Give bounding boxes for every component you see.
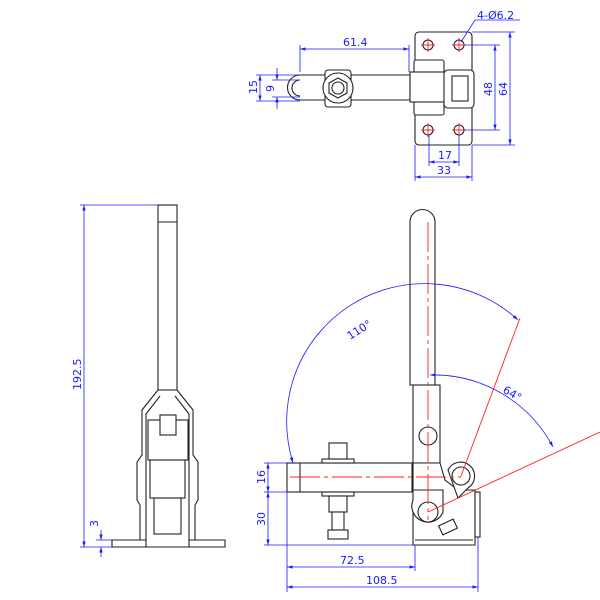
dim-handle-angle: 64°	[501, 383, 524, 404]
mounting-holes	[421, 38, 466, 137]
centerline-open-handle	[427, 431, 600, 513]
dim-reach: 72.5	[340, 554, 365, 567]
front-view: 192.5 3	[71, 204, 226, 557]
dim-holes: 4-Ø6.2	[477, 9, 514, 22]
dim-overall-length: 108.5	[366, 574, 398, 587]
dim-bar-height: 16	[255, 470, 268, 484]
dim-overall-height: 192.5	[71, 359, 84, 391]
front-dimensions: 192.5 3	[71, 204, 158, 557]
dim-hole-spacing-v: 48	[482, 82, 495, 96]
side-dimensions: 110° 64° 16 30 72.5 108.5	[255, 283, 554, 592]
dim-slot-outer: 15	[247, 80, 260, 94]
dim-base-thickness: 3	[88, 520, 101, 527]
dim-plate-width: 33	[437, 164, 451, 177]
dim-slot-inner: 9	[264, 85, 277, 92]
side-view: 110° 64° 16 30 72.5 108.5	[255, 208, 600, 592]
dim-hole-spacing-h: 17	[438, 149, 452, 162]
handle	[157, 204, 178, 391]
top-view: 61.4 15 9 48 64 17 33 4-Ø6.2	[247, 9, 520, 181]
dim-base-height: 30	[255, 512, 268, 526]
dim-arm-length: 61.4	[343, 36, 368, 49]
clamp-bar	[286, 462, 413, 493]
dim-plate-height: 64	[497, 82, 510, 96]
top-dimensions: 61.4 15 9 48 64 17 33 4-Ø6.2	[247, 9, 520, 181]
dim-open-angle: 110°	[345, 317, 374, 342]
handle-grip	[409, 208, 436, 386]
